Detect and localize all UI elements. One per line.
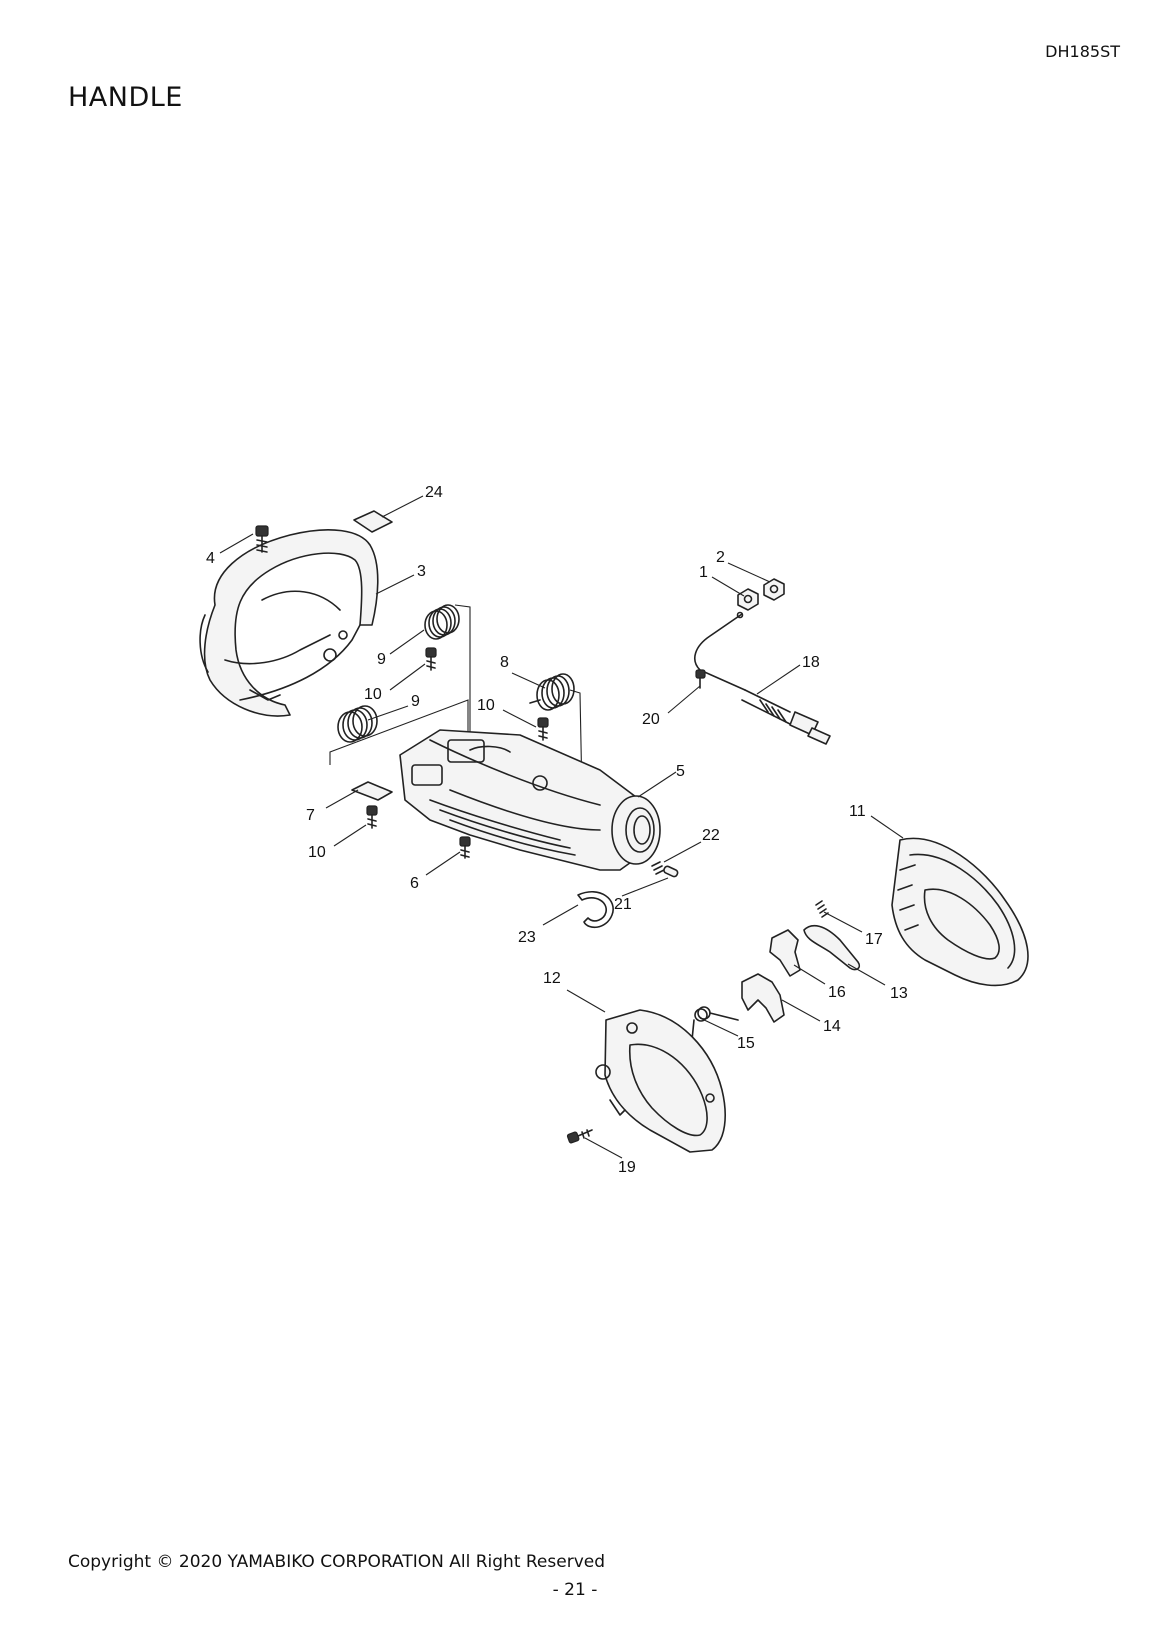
- spring-part-9-upper: [424, 604, 460, 640]
- callout-10-upper: 10: [364, 686, 382, 703]
- callout-11: 11: [849, 803, 866, 820]
- front-handle-part: [199, 529, 379, 717]
- trigger-part-14: [741, 973, 785, 1023]
- callout-1: 1: [699, 564, 708, 581]
- rear-handle-half-part-11: [891, 837, 1029, 987]
- callout-2: 2: [716, 549, 725, 566]
- callout-7: 7: [306, 807, 315, 824]
- spring-part-22: [651, 861, 665, 875]
- callout-24: 24: [425, 484, 443, 501]
- lockout-part-16: [769, 929, 801, 977]
- callout-20: 20: [642, 711, 660, 728]
- callout-10-lower: 10: [308, 844, 326, 861]
- callout-19: 19: [618, 1159, 636, 1176]
- screw-part-19: [566, 1129, 593, 1144]
- section-title: HANDLE: [68, 82, 183, 113]
- callout-9-upper: 9: [377, 651, 386, 668]
- spring-part-8: [529, 673, 575, 711]
- bolt-part-10-c: [366, 805, 378, 829]
- pin-part-21: [663, 865, 679, 878]
- callout-9-lower: 9: [411, 693, 420, 710]
- lever-part-13: [803, 924, 861, 971]
- model-number: DH185ST: [1045, 42, 1120, 61]
- callout-10-middle: 10: [477, 697, 495, 714]
- bolt-part-20: [695, 669, 706, 689]
- spring-part-15: [691, 1006, 739, 1041]
- callout-16: 16: [828, 984, 846, 1001]
- callout-15: 15: [737, 1035, 755, 1052]
- main-handle-body-part: [399, 729, 661, 871]
- callout-6: 6: [410, 875, 419, 892]
- cable-assembly-part-18: [694, 611, 831, 745]
- leader-lines: [219, 495, 904, 1159]
- callout-22: 22: [702, 827, 720, 844]
- callout-13: 13: [890, 985, 908, 1002]
- callout-21: 21: [614, 896, 632, 913]
- label-sticker-part: [353, 510, 393, 533]
- bracket-line-3: [454, 604, 471, 770]
- screw-part-4: [255, 525, 269, 553]
- spring-part-9-lower: [337, 705, 378, 743]
- callout-12: 12: [543, 970, 561, 987]
- callout-14: 14: [823, 1018, 841, 1035]
- nut-part-2: [763, 578, 785, 601]
- spring-part-17: [815, 900, 829, 918]
- callout-4: 4: [206, 550, 215, 567]
- grip-cover-part-12: [595, 1009, 726, 1153]
- nut-part-1: [737, 588, 759, 611]
- callout-18: 18: [802, 654, 820, 671]
- bolt-part-10-a: [425, 647, 437, 671]
- callout-8: 8: [500, 654, 509, 671]
- circlip-part-23: [577, 890, 614, 929]
- copyright-notice: Copyright © 2020 YAMABIKO CORPORATION Al…: [68, 1552, 606, 1572]
- callout-17: 17: [865, 931, 883, 948]
- callout-23: 23: [518, 929, 536, 946]
- callout-3: 3: [417, 563, 426, 580]
- bolt-part-10-b: [537, 717, 549, 741]
- plate-part-7: [351, 781, 393, 801]
- callout-labels: 24 4 3 2 1 9 10 9 8 18 10 20 5 7 10 11 2…: [206, 484, 908, 1176]
- page-number: - 21 -: [552, 1580, 598, 1600]
- bolt-part-6: [459, 836, 471, 859]
- callout-5: 5: [676, 763, 685, 780]
